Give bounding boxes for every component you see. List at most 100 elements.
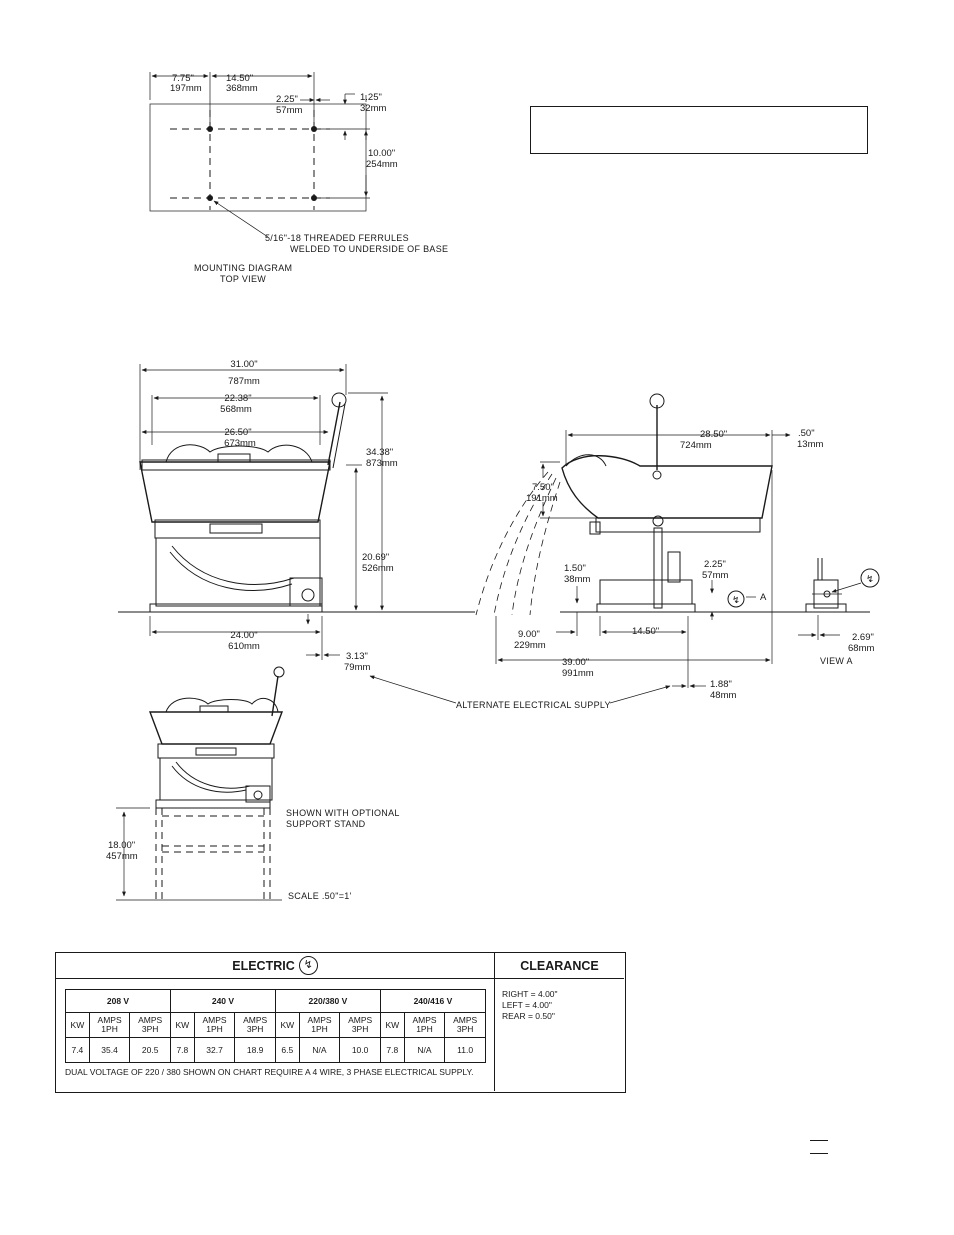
dim-68mm: 68mm [848,643,874,654]
dim-2-25: 2.25" [276,94,298,105]
dim-991mm: 991mm [562,668,594,679]
voltage-header: 220/380 V [274,989,381,1013]
dim-32mm: 32mm [360,103,386,114]
dim-724mm: 724mm [680,440,712,451]
kw-header: KW [274,1012,300,1038]
kettle-bowl-side [561,455,773,519]
amps-3ph-value: 11.0 [444,1037,486,1063]
clearance-rear: REAR = 0.50" [502,1011,555,1021]
dim-22-38: 22.38" [224,393,251,404]
dim-20-69: 20.69" [362,552,389,563]
dim-31-00: 31.00" [230,359,257,370]
kw-header: KW [379,1012,405,1038]
dim-873mm: 873mm [366,458,398,469]
tilt-handle [327,401,341,466]
electric-title: ELECTRIC [232,958,295,973]
dim-48mm: 48mm [710,690,736,701]
electric-header: ELECTRIC ↯ [56,953,494,979]
clearance-values: RIGHT = 4.00" LEFT = 4.00" REAR = 0.50" [502,989,558,1022]
stand-note-line2: SUPPORT STAND [286,819,366,829]
electric-note: DUAL VOLTAGE OF 220 / 380 SHOWN ON CHART… [65,1067,474,1077]
dim-1-88: 1.88" [710,679,732,690]
dim-34-38: 34.38" [366,447,393,458]
page-mark-line [810,1153,828,1154]
dim-57mm: 57mm [276,105,302,116]
ferrule-hole [207,126,213,132]
bolt-icon: ↯ [298,956,318,975]
view-a-detail: ↯ 2.69" 68mm VIEW A [798,558,880,666]
mounting-diagram: 7.75" 197mm 14.50" 368mm 2.25" 57mm 1.25… [149,72,448,284]
bolt-icon: ↯ [866,574,874,585]
dim-1-50: 1.50" [564,563,586,574]
dim-14-50: 14.50" [226,73,253,84]
title-block [530,106,868,154]
ferrule-hole [311,126,317,132]
dim-3-13: 3.13" [346,651,368,662]
clearance-left: LEFT = 4.00" [502,1000,552,1010]
dim-2-25-side: 2.25" [704,559,726,570]
side-pedestal-post [653,527,663,609]
dim-7-75: 7.75" [172,73,194,84]
kw-header: KW [65,1012,90,1038]
amps-3ph-value: 20.5 [129,1037,171,1063]
voltage-header: 208 V [65,989,171,1013]
dim-050: .50" [798,428,815,439]
dim-13mm: 13mm [797,439,823,450]
dim-18-00: 18.00" [108,840,135,851]
dim-526mm: 526mm [362,563,394,574]
dim-14-50-side: 14.50" [632,626,659,637]
view-a-marker: A [760,592,767,603]
view-a-label: VIEW A [820,656,853,666]
dim-254mm: 254mm [366,159,398,170]
voltage-header: 240 V [169,989,276,1013]
handle-knob [331,392,347,408]
kw-value: 7.4 [65,1037,90,1063]
dim-7-50: 7.50" [532,482,554,493]
stand-note-line1: SHOWN WITH OPTIONAL [286,808,400,818]
kw-header: KW [169,1012,195,1038]
clearance-right: RIGHT = 4.00" [502,989,558,999]
dim-2-69: 2.69" [852,632,874,643]
amps-1ph-value: 35.4 [88,1037,131,1063]
dimension-drawing: 7.75" 197mm 14.50" 368mm 2.25" 57mm 1.25… [106,72,880,901]
scale-label: SCALE .50"=1' [288,891,352,901]
dim-787mm: 787mm [228,376,260,387]
bolt-icon: ↯ [732,595,740,606]
spec-table: ELECTRIC ↯ 208 V 240 V 220/380 V 240/416… [55,952,626,1093]
dim-79mm: 79mm [344,662,370,673]
kw-value: 6.5 [274,1037,300,1063]
base-outline [149,103,367,212]
voltage-header: 240/416 V [379,989,487,1013]
dim-10-00: 10.00" [368,148,395,159]
view-a-power-icon [860,568,880,588]
junction-box [289,577,323,607]
mounting-caption-line2: TOP VIEW [220,274,266,284]
dim-197mm: 197mm [170,83,202,94]
dim-38mm: 38mm [564,574,590,585]
dim-568mm: 568mm [220,404,252,415]
dim-24-00: 24.00" [230,630,257,641]
base-plate [149,603,323,613]
ferrule-note-line2: WELDED TO UNDERSIDE OF BASE [290,244,448,254]
dim-39-00: 39.00" [562,657,589,668]
ferrule-hole [311,195,317,201]
pedestal-cabinet [155,537,321,607]
amps-3ph-value: 18.9 [234,1037,276,1063]
ferrule-note-line1: 5/16"-18 THREADED FERRULES [265,233,409,243]
mounting-caption-line1: MOUNTING DIAGRAM [194,263,292,273]
dim-457mm: 457mm [106,851,138,862]
electric-section: ELECTRIC ↯ 208 V 240 V 220/380 V 240/416… [56,953,495,1091]
kettle-lid [165,444,313,463]
dim-229mm: 229mm [514,640,546,651]
side-view: 28.50" 724mm .50" 13mm 7.50" 191mm 1.50"… [369,393,870,710]
amps-3ph-value: 10.0 [339,1037,381,1063]
